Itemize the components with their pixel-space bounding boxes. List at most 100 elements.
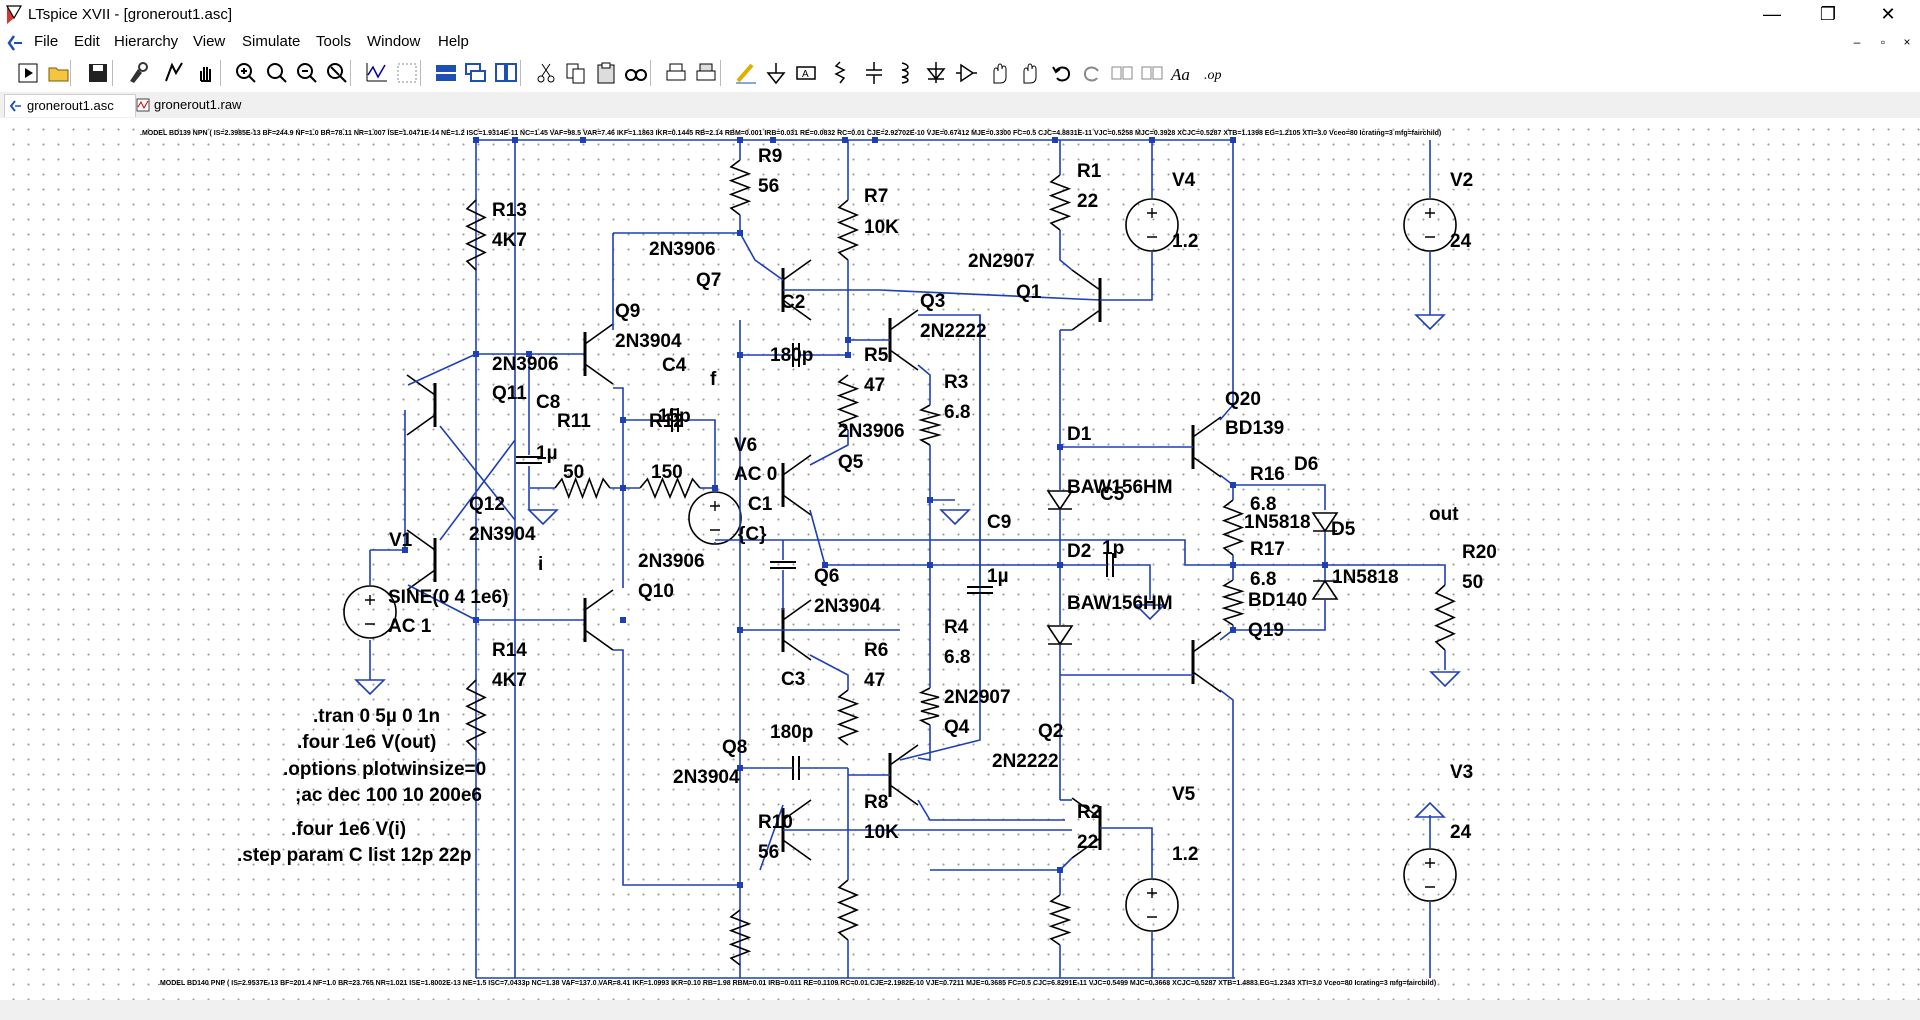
label-d1[interactable]: D1 <box>1067 424 1092 445</box>
label-q1m[interactable]: 2N2907 <box>968 251 1035 272</box>
diode-icon[interactable] <box>922 59 950 87</box>
label-q19m[interactable]: BD140 <box>1248 590 1308 611</box>
label-r10[interactable]: R10 <box>758 812 793 833</box>
label-c5[interactable]: C5 <box>1100 484 1125 505</box>
tile-horizontal-icon[interactable] <box>432 59 460 87</box>
label-q6[interactable]: Q6 <box>814 566 840 587</box>
menu-help[interactable]: Help <box>438 33 469 50</box>
spice-directive-icon[interactable]: .op <box>1200 59 1228 87</box>
redo-icon[interactable] <box>1078 59 1106 87</box>
move-icon[interactable] <box>986 59 1014 87</box>
open-icon[interactable] <box>45 59 73 87</box>
label-c8v[interactable]: 1µ <box>536 443 558 464</box>
label-c9[interactable]: C9 <box>987 512 1012 533</box>
label-q5[interactable]: Q5 <box>838 452 864 473</box>
label-r12v[interactable]: 150 <box>651 462 683 483</box>
label-r5[interactable]: R5 <box>864 345 889 366</box>
label-d5[interactable]: D5 <box>1331 519 1356 540</box>
menu-simulate[interactable]: Simulate <box>242 33 301 50</box>
mdi-minimize-button[interactable]: – <box>1853 35 1861 49</box>
label-r14[interactable]: R14 <box>492 640 527 661</box>
label-r13[interactable]: R13 <box>492 200 527 221</box>
spice-directive[interactable]: .four 1e6 V(out) <box>297 732 437 753</box>
label-v1v1[interactable]: SINE(0 4 1e6) <box>388 587 509 608</box>
label-r17[interactable]: R17 <box>1250 539 1285 560</box>
label-q3m[interactable]: 2N2222 <box>920 321 987 342</box>
model-directive-bd140[interactable]: .MODEL BD140 PNP ( IS=2.9537E-13 BF=201.… <box>158 980 1437 987</box>
label-r17v[interactable]: 6.8 <box>1250 569 1277 590</box>
label-r11[interactable]: R11 <box>557 411 591 432</box>
label-r13v[interactable]: 4K7 <box>492 230 527 251</box>
label-net-out[interactable]: out <box>1429 504 1459 525</box>
label-q4m[interactable]: 2N2907 <box>944 687 1011 708</box>
label-c5v[interactable]: 1p <box>1102 538 1125 559</box>
capacitor-icon[interactable] <box>860 59 888 87</box>
label-c3v[interactable]: 180p <box>770 722 814 743</box>
label-d1m[interactable]: BAW156HM <box>1067 477 1173 498</box>
spice-directive[interactable]: .step param C list 12p 22p <box>237 845 472 866</box>
tile-vertical-icon[interactable] <box>492 59 520 87</box>
label-c2v[interactable]: 180p <box>770 345 814 366</box>
label-q4[interactable]: Q4 <box>944 717 970 738</box>
drag-icon[interactable] <box>1016 59 1044 87</box>
label-c8[interactable]: C8 <box>536 392 561 413</box>
paste-icon[interactable] <box>592 59 620 87</box>
label-r3v[interactable]: 6.8 <box>944 402 971 423</box>
inductor-icon[interactable] <box>890 59 918 87</box>
label-v4[interactable]: V4 <box>1172 170 1196 191</box>
label-r1v[interactable]: 22 <box>1077 191 1099 212</box>
resistor-icon[interactable] <box>826 59 854 87</box>
label-r4[interactable]: R4 <box>944 617 969 638</box>
spice-directive[interactable]: .four 1e6 V(i) <box>291 819 407 840</box>
label-c4v[interactable]: 15p <box>658 406 691 427</box>
run-icon[interactable] <box>14 59 42 87</box>
label-r5v[interactable]: 47 <box>864 375 886 396</box>
waveform-icon[interactable] <box>393 59 421 87</box>
restore-button[interactable]: ❐ <box>1819 4 1837 24</box>
label-r10v[interactable]: 56 <box>758 842 780 863</box>
tab-waveform[interactable]: gronerout1.raw <box>132 94 262 116</box>
label-c1[interactable]: C1 <box>748 494 773 515</box>
mdi-restore-button[interactable]: ▫ <box>1880 35 1886 49</box>
label-r8[interactable]: R8 <box>864 792 889 813</box>
menu-hierarchy[interactable]: Hierarchy <box>114 33 179 50</box>
ground-icon[interactable] <box>762 59 790 87</box>
print-preview-icon[interactable] <box>692 59 720 87</box>
label-q8m[interactable]: 2N3904 <box>673 767 740 788</box>
wire-icon[interactable] <box>732 59 760 87</box>
label-q12m[interactable]: 2N3904 <box>469 524 536 545</box>
spice-directive[interactable]: ;ac dec 100 10 200e6 <box>295 785 482 806</box>
menu-edit[interactable]: Edit <box>74 33 100 50</box>
label-net-icon[interactable]: A <box>792 59 820 87</box>
label-r11v[interactable]: 50 <box>563 462 585 483</box>
label-r16v[interactable]: 6.8 <box>1250 494 1277 515</box>
label-r20v[interactable]: 50 <box>1462 572 1484 593</box>
label-v2[interactable]: V2 <box>1450 170 1474 191</box>
label-r6[interactable]: R6 <box>864 640 889 661</box>
label-c9v[interactable]: 1µ <box>987 566 1009 587</box>
label-r14v[interactable]: 4K7 <box>492 670 527 691</box>
label-q9[interactable]: Q9 <box>615 301 641 322</box>
zoom-in-icon[interactable] <box>232 59 260 87</box>
mdi-close-button[interactable]: × <box>1903 35 1911 49</box>
print-icon[interactable] <box>662 59 690 87</box>
label-q19[interactable]: Q19 <box>1248 620 1284 641</box>
schematic-doc-icon[interactable] <box>6 33 26 53</box>
zoom-fit-icon[interactable] <box>263 59 291 87</box>
label-d2[interactable]: D2 <box>1067 541 1092 562</box>
label-r16[interactable]: R16 <box>1250 464 1285 485</box>
save-icon[interactable] <box>84 59 112 87</box>
mirror-icon[interactable] <box>1138 59 1166 87</box>
label-q7m[interactable]: 2N3906 <box>649 239 716 260</box>
label-r2v[interactable]: 22 <box>1077 832 1099 853</box>
label-v4v[interactable]: 1.2 <box>1172 231 1199 252</box>
zoom-out-icon[interactable] <box>293 59 321 87</box>
menu-window[interactable]: Window <box>367 33 421 50</box>
label-c1v[interactable]: {C} <box>738 524 767 545</box>
cut-icon[interactable] <box>532 59 560 87</box>
zoom-cancel-icon[interactable] <box>323 59 351 87</box>
label-d5m[interactable]: 1N5818 <box>1332 567 1399 588</box>
label-c4[interactable]: C4 <box>662 355 687 376</box>
label-q20[interactable]: Q20 <box>1225 389 1261 410</box>
label-v2v[interactable]: 24 <box>1450 231 1472 252</box>
